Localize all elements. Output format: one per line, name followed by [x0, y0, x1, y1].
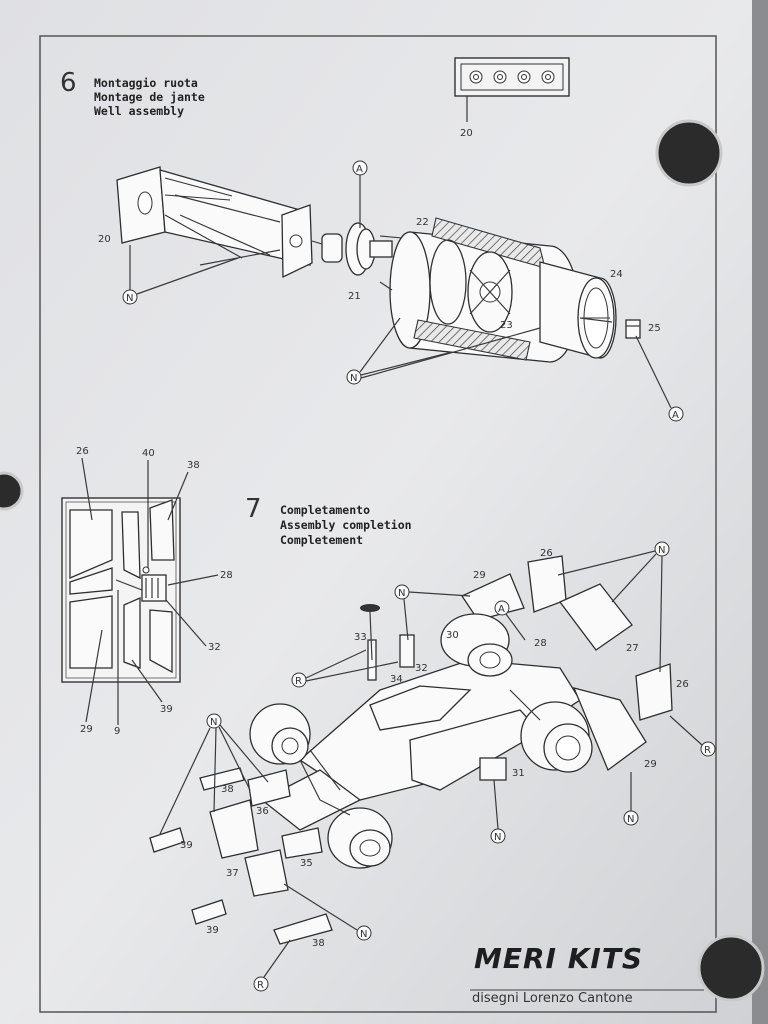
callout-N-body: N	[490, 779, 506, 844]
axle-part-21	[321, 222, 393, 276]
parts-fret	[61, 497, 181, 683]
label-35: 35	[300, 858, 313, 869]
label-28: 28	[220, 570, 233, 581]
label-39-bottom: 39	[206, 925, 219, 936]
svg-text:A: A	[672, 410, 679, 421]
label-21: 21	[348, 291, 361, 302]
label-38-front: 38	[221, 784, 234, 795]
label-26-right: 26	[676, 679, 689, 690]
step7-title-fr: Completement	[280, 533, 363, 547]
callout-N-bottom-right: N	[623, 772, 639, 826]
label-28-car: 28	[534, 638, 547, 649]
svg-text:N: N	[494, 832, 501, 843]
label-36: 36	[256, 806, 269, 817]
svg-text:N: N	[350, 373, 357, 384]
magnet-icon	[655, 119, 723, 187]
wheel-front-right	[327, 807, 393, 869]
label-32-car: 32	[415, 663, 428, 674]
callout-A-top: A	[352, 160, 368, 228]
callout-N-wheel: N	[346, 317, 541, 385]
label-26-fret: 26	[76, 446, 89, 457]
upright-part-20	[116, 166, 313, 279]
svg-text:A: A	[498, 604, 505, 615]
step6-title-fr: Montage de jante	[94, 90, 205, 104]
label-23: 23	[500, 320, 513, 331]
svg-text:N: N	[360, 929, 367, 940]
callout-R-left: R	[291, 649, 399, 688]
label-32: 32	[208, 642, 221, 653]
svg-text:R: R	[295, 676, 302, 687]
label-31: 31	[512, 768, 525, 779]
step6-title-it: Montaggio ruota	[94, 76, 198, 90]
step7-number: 7	[245, 494, 262, 524]
label-9: 9	[114, 726, 120, 737]
fret-leader-lines	[81, 457, 219, 725]
assembly-arrows-step6	[164, 177, 610, 319]
car-body	[149, 555, 673, 945]
svg-text:N: N	[658, 545, 665, 556]
label-39-left: 39	[180, 840, 193, 851]
step7-title-en: Assembly completion	[280, 518, 412, 532]
magnet-icon	[0, 471, 24, 511]
magnet-icon	[697, 934, 765, 1002]
label-20-box: 20	[460, 128, 473, 139]
page-border	[39, 35, 717, 1013]
label-33: 33	[354, 632, 367, 643]
brand-logo: MERI KITS	[474, 942, 643, 975]
callout-A-car: A	[494, 600, 526, 641]
label-40: 40	[142, 448, 155, 459]
step6-title-en: Well assembly	[94, 104, 184, 118]
svg-text:N: N	[398, 588, 405, 599]
svg-text:R: R	[257, 980, 264, 991]
label-38-bottom: 38	[312, 938, 325, 949]
wheel-rear-right	[520, 701, 593, 773]
callout-R-right: R	[669, 715, 716, 757]
wheel-rear-left	[440, 613, 513, 677]
callout-N-top-mid: N	[394, 584, 471, 641]
label-34: 34	[390, 674, 403, 685]
nut-part-25	[625, 319, 641, 339]
label-20: 20	[98, 234, 111, 245]
sprue-part-20	[454, 57, 570, 122]
suspension-lines	[299, 689, 541, 816]
label-37: 37	[226, 868, 239, 879]
label-24: 24	[610, 269, 623, 280]
svg-text:A: A	[356, 164, 363, 175]
svg-text:R: R	[704, 745, 711, 756]
callout-N-front-left: N	[159, 713, 269, 835]
label-29-right: 29	[644, 759, 657, 770]
designer-credit: disegni Lorenzo Cantone	[472, 991, 633, 1006]
label-25: 25	[648, 323, 661, 334]
label-38-fret: 38	[187, 460, 200, 471]
label-27: 27	[626, 643, 639, 654]
callout-A-right: A	[635, 335, 684, 422]
svg-text:N: N	[627, 814, 634, 825]
callout-R-bottom: R	[253, 939, 291, 992]
label-30: 30	[446, 630, 459, 641]
label-22: 22	[416, 217, 429, 228]
svg-text:N: N	[126, 293, 133, 304]
step7-title-it: Completamento	[280, 503, 370, 517]
callout-N-front-bottom: N	[283, 883, 372, 941]
label-26-wing: 26	[540, 548, 553, 559]
label-29-fret: 29	[80, 724, 93, 735]
callout-N-left: N	[122, 245, 239, 305]
label-39-fret: 39	[160, 704, 173, 715]
callout-N-wing-top: N	[557, 541, 670, 673]
wheel-front-left	[249, 703, 311, 765]
label-29-top: 29	[473, 570, 486, 581]
svg-text:N: N	[210, 717, 217, 728]
step6-number: 6	[60, 68, 77, 98]
